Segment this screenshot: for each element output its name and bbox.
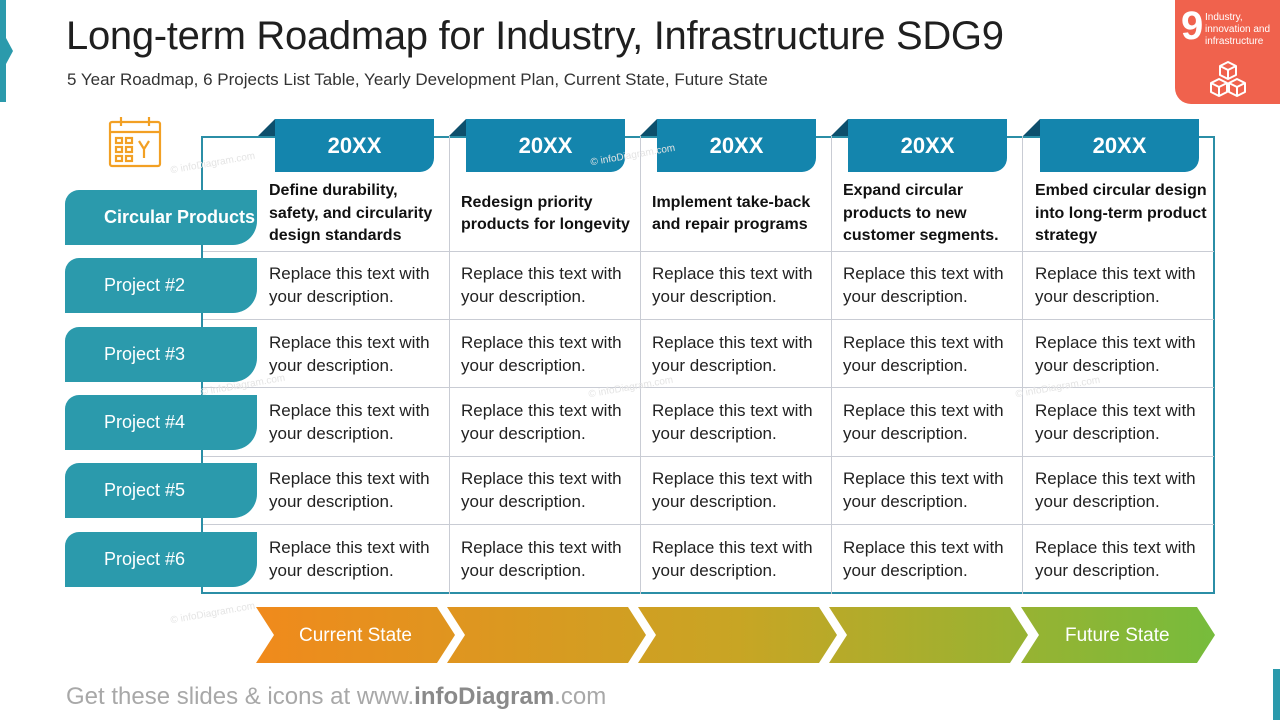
watermark: © infoDiagram.com <box>169 600 257 627</box>
table-cell: Replace this text with your description. <box>652 469 813 511</box>
state-arrow-3 <box>638 607 837 663</box>
goal-cell-3: Implement take-back and repair programs <box>652 193 811 234</box>
year-header-4: 20XX <box>848 119 1007 172</box>
table-cell: Replace this text with your description. <box>1035 401 1196 443</box>
year-header-3: 20XX <box>657 119 816 172</box>
table-cell: Replace this text with your description. <box>652 538 813 580</box>
table-cell: Replace this text with your description. <box>652 401 813 443</box>
column-divider <box>449 136 450 594</box>
year-header-5: 20XX <box>1040 119 1199 172</box>
table-cell: Replace this text with your description. <box>461 469 622 511</box>
row-label-project-6: Project #6 <box>65 532 257 587</box>
column-divider <box>640 136 641 594</box>
state-progress-arrows <box>256 607 1215 663</box>
year-header-1: 20XX <box>275 119 434 172</box>
table-cell: Replace this text with your description. <box>461 333 622 375</box>
page-subtitle: 5 Year Roadmap, 6 Projects List Table, Y… <box>67 70 768 89</box>
table-cell: Replace this text with your description. <box>269 333 430 375</box>
sdg9-badge: 9 Industry, innovation and infrastructur… <box>1175 0 1280 104</box>
row-label-project-3: Project #3 <box>65 327 257 382</box>
table-cell: Replace this text with your description. <box>461 538 622 580</box>
table-cell: Replace this text with your description. <box>652 333 813 375</box>
table-cell: Replace this text with your description. <box>269 401 430 443</box>
row-divider <box>203 456 1214 457</box>
table-cell: Replace this text with your description. <box>269 264 430 306</box>
footer-brand: infoDiagram <box>414 683 555 710</box>
table-cell: Replace this text with your description. <box>843 333 1004 375</box>
table-cell: Replace this text with your description. <box>1035 538 1196 580</box>
year-tab-fold <box>449 119 466 136</box>
future-state-label: Future State <box>1065 625 1170 646</box>
page-title: Long-term Roadmap for Industry, Infrastr… <box>66 14 1004 58</box>
badge-number: 9 <box>1181 4 1204 48</box>
goal-cell-5: Embed circular design into long-term pro… <box>1035 182 1207 245</box>
column-divider <box>1022 136 1023 594</box>
row-label-project-2: Project #2 <box>65 258 257 313</box>
table-cell: Replace this text with your description. <box>843 538 1004 580</box>
calendar-icon <box>108 117 162 168</box>
left-accent-bar <box>0 0 6 102</box>
state-arrow-5 <box>1021 607 1215 663</box>
table-cell: Replace this text with your description. <box>269 469 430 511</box>
footer-credit: Get these slides & icons at www.infoDiag… <box>66 683 606 711</box>
table-cell: Replace this text with your description. <box>843 401 1004 443</box>
footer-suffix: .com <box>554 683 607 710</box>
badge-label: Industry, innovation and infrastructure <box>1205 12 1271 47</box>
table-cell: Replace this text with your description. <box>843 469 1004 511</box>
year-tab-fold <box>640 119 657 136</box>
table-cell: Replace this text with your description. <box>269 538 430 580</box>
footer-prefix: Get these slides & icons at www. <box>66 683 415 710</box>
table-cell: Replace this text with your description. <box>1035 469 1196 511</box>
year-tab-fold <box>831 119 848 136</box>
state-arrow-1 <box>256 607 455 663</box>
state-arrow-2 <box>447 607 646 663</box>
goal-cell-2: Redesign priority products for longevity <box>461 193 630 234</box>
year-tab-fold <box>1023 119 1040 136</box>
row-divider <box>203 319 1214 320</box>
column-divider <box>831 136 832 594</box>
year-tab-fold <box>258 119 275 136</box>
cubes-icon <box>1210 61 1246 97</box>
corner-accent <box>1273 669 1280 720</box>
table-cell: Replace this text with your description. <box>652 264 813 306</box>
row-divider <box>203 524 1214 525</box>
row-label-project-4: Project #4 <box>65 395 257 450</box>
row-divider <box>203 251 1214 252</box>
row-divider <box>203 387 1214 388</box>
current-state-label: Current State <box>299 625 412 646</box>
table-cell: Replace this text with your description. <box>461 264 622 306</box>
table-cell: Replace this text with your description. <box>461 401 622 443</box>
table-cell: Replace this text with your description. <box>1035 333 1196 375</box>
row-label-project-5: Project #5 <box>65 463 257 518</box>
left-accent-arrow <box>6 38 13 64</box>
table-cell: Replace this text with your description. <box>1035 264 1196 306</box>
state-arrow-4 <box>829 607 1028 663</box>
table-cell: Replace this text with your description. <box>843 264 1004 306</box>
year-header-2: 20XX <box>466 119 625 172</box>
goal-cell-1: Define durability, safety, and circulari… <box>269 182 433 245</box>
goal-cell-4: Expand circular products to new customer… <box>843 182 999 245</box>
row-label-circular-products: Circular Products <box>65 190 257 245</box>
